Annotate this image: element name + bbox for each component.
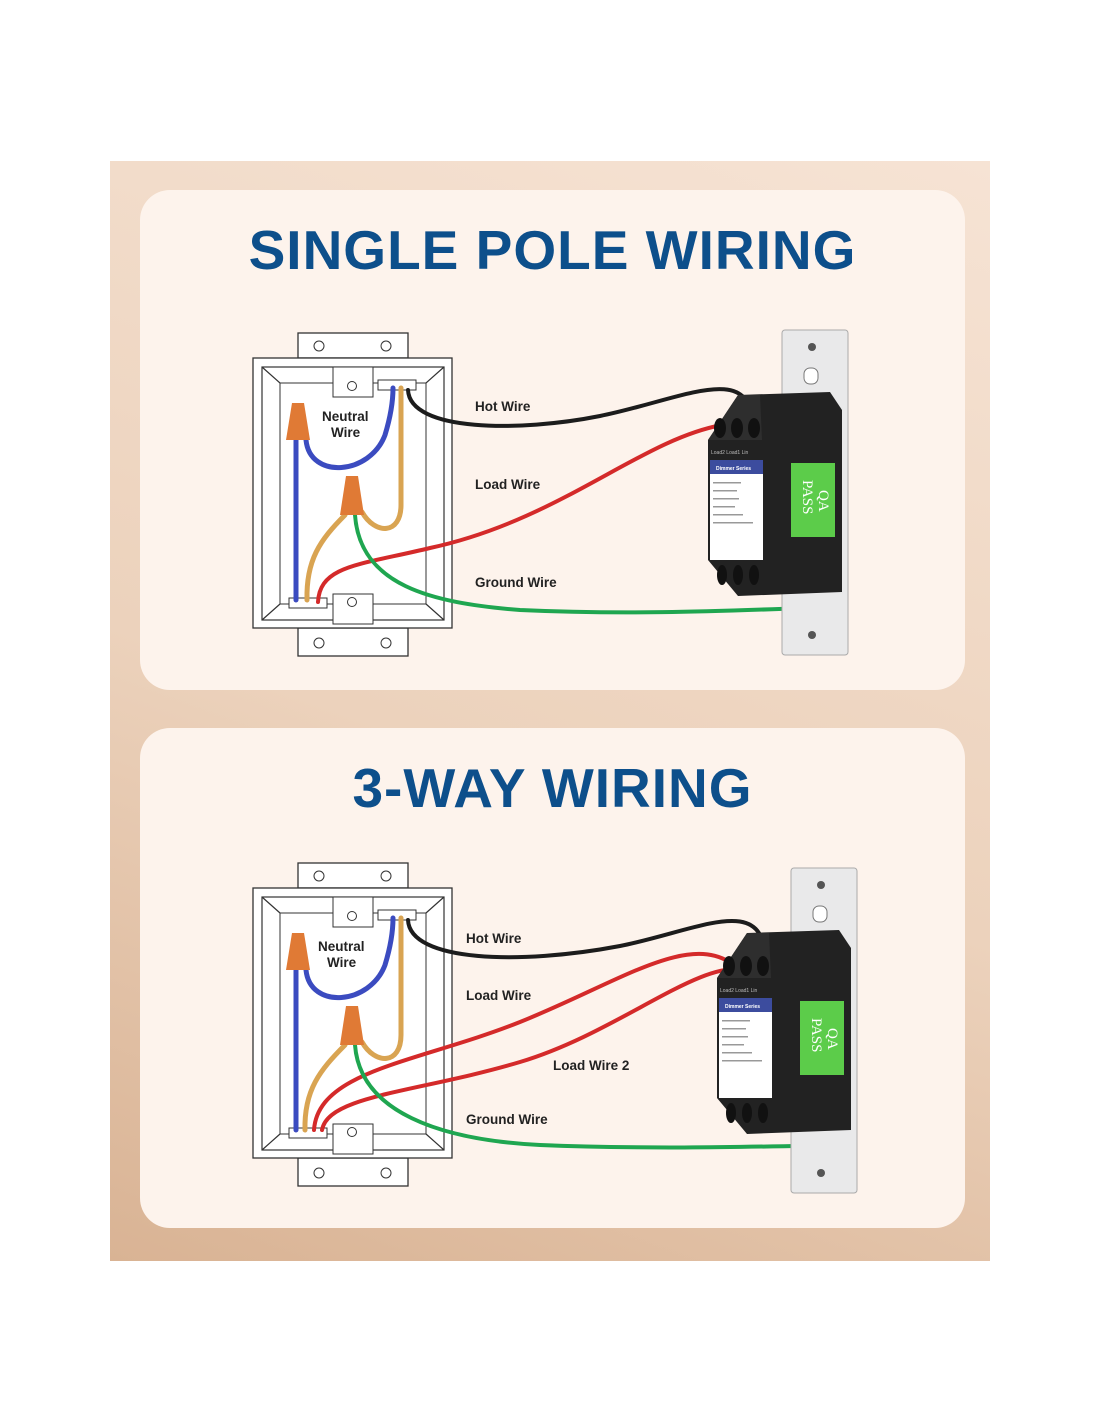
wire-nut-icon	[286, 403, 310, 440]
ground-wire-label: Ground Wire	[475, 575, 557, 590]
pass-sticker-text: PASS	[808, 1018, 824, 1052]
ground-wire-label: Ground Wire	[466, 1112, 548, 1127]
dimmer-switch: Load2 Load1 Lin Dimmer Series QA PASS	[707, 329, 849, 656]
neutral-wire-loop	[303, 915, 396, 1000]
three-way-title: 3-WAY WIRING	[352, 757, 753, 819]
qa-sticker-text: QA	[824, 1028, 840, 1050]
tan-wire-2	[304, 512, 348, 603]
hot-wire-label: Hot Wire	[475, 399, 531, 414]
three-way-diagram: Neutral Wire Hot Wire Load Wire Load Wir…	[252, 862, 858, 1194]
wire-nut-icon	[340, 1006, 364, 1045]
load-wire	[316, 423, 724, 604]
ground-wire	[353, 513, 840, 615]
series-label: Dimmer Series	[716, 466, 751, 472]
load-wire-label: Load Wire	[475, 477, 541, 492]
neutral-wire-label: Neutral	[322, 409, 369, 424]
hot-wire	[406, 387, 754, 428]
single-pole-diagram: Neutral Wire Hot Wire Load Wire Ground W…	[252, 329, 849, 657]
tan-wire-2	[302, 1042, 348, 1133]
load-wire-label: Load Wire	[466, 988, 532, 1003]
dimmer-switch: Load2 Load1 Lin Dimmer Series QA PASS	[716, 867, 858, 1194]
pass-sticker-text: PASS	[799, 480, 815, 514]
tan-wire-1	[359, 385, 404, 531]
neutral-wire-loop	[303, 385, 396, 470]
hot-wire	[406, 918, 768, 967]
load-wire-2	[320, 966, 750, 1132]
wire-nut-icon	[286, 933, 310, 970]
ground-wire	[353, 1043, 850, 1150]
terminal-labels: Load2 Load1 Lin	[711, 450, 748, 456]
neutral-wire-label: Neutral	[318, 939, 365, 954]
terminal-labels: Load2 Load1 Lin	[720, 988, 757, 994]
series-label: Dimmer Series	[725, 1004, 760, 1010]
tan-wire-1	[359, 915, 404, 1061]
qa-sticker-text: QA	[815, 490, 831, 512]
neutral-wire-label-2: Wire	[331, 425, 361, 440]
hot-wire-label: Hot Wire	[466, 931, 522, 946]
load-wire	[312, 951, 737, 1132]
neutral-wire-label-2: Wire	[327, 955, 357, 970]
single-pole-title: SINGLE POLE WIRING	[248, 219, 857, 281]
wire-nut-icon	[340, 476, 364, 515]
load-wire-2-label: Load Wire 2	[553, 1058, 629, 1073]
